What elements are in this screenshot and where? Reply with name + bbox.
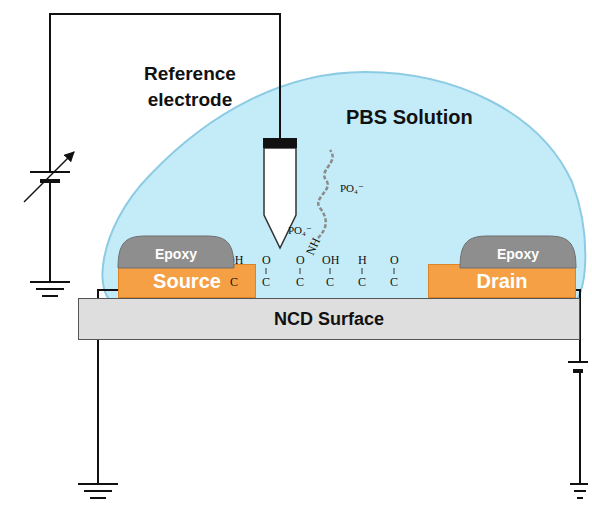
atom-label: O bbox=[262, 254, 271, 267]
phosphate-label: PO₄⁻ bbox=[340, 182, 364, 194]
ground-symbol bbox=[577, 497, 583, 499]
electrode-cap bbox=[263, 138, 297, 148]
node-text: PBS Solution bbox=[346, 106, 473, 129]
atom-label: H bbox=[358, 254, 367, 267]
node-text: Epoxy bbox=[155, 246, 197, 262]
drain-electrode: Drain bbox=[428, 264, 576, 298]
ground-symbol bbox=[78, 483, 118, 485]
ground-symbol bbox=[574, 490, 586, 492]
wires bbox=[24, 14, 588, 498]
dna-strand bbox=[318, 150, 333, 238]
ground-symbol bbox=[42, 295, 58, 297]
bonds bbox=[234, 268, 394, 274]
node-text: Drain bbox=[476, 270, 527, 293]
part-label: Reference electrode bbox=[125, 61, 255, 112]
wire bbox=[49, 181, 51, 282]
atom-label: C bbox=[230, 276, 238, 289]
atom-label: O bbox=[390, 254, 399, 267]
phosphate-label: PO₄⁻ bbox=[288, 224, 312, 236]
epoxy-cap: Epoxy bbox=[118, 236, 234, 268]
wire bbox=[50, 14, 280, 172]
ground-symbol bbox=[36, 288, 64, 290]
wire bbox=[98, 290, 118, 484]
ground-symbol bbox=[30, 281, 70, 283]
wire bbox=[576, 290, 580, 362]
node-text: Epoxy bbox=[497, 246, 539, 262]
ncd-surface: NCD Surface bbox=[78, 298, 580, 340]
battery-plate bbox=[568, 361, 588, 363]
atom-label: C bbox=[262, 276, 270, 289]
ground-symbol bbox=[84, 490, 112, 492]
ground-symbol bbox=[570, 483, 588, 485]
atom-label: OH bbox=[322, 254, 339, 267]
node-text: NCD Surface bbox=[274, 309, 384, 330]
node-text: Source bbox=[153, 270, 221, 293]
wire bbox=[579, 371, 581, 484]
atom-label: C bbox=[358, 276, 366, 289]
atom-label: C bbox=[296, 276, 304, 289]
epoxy-cap: Epoxy bbox=[460, 236, 576, 268]
atom-label: O bbox=[296, 254, 305, 267]
atom-label: C bbox=[326, 276, 334, 289]
atom-label: C bbox=[390, 276, 398, 289]
battery-plate bbox=[30, 171, 70, 173]
ground-symbol bbox=[90, 497, 106, 499]
battery-plate bbox=[573, 369, 583, 373]
